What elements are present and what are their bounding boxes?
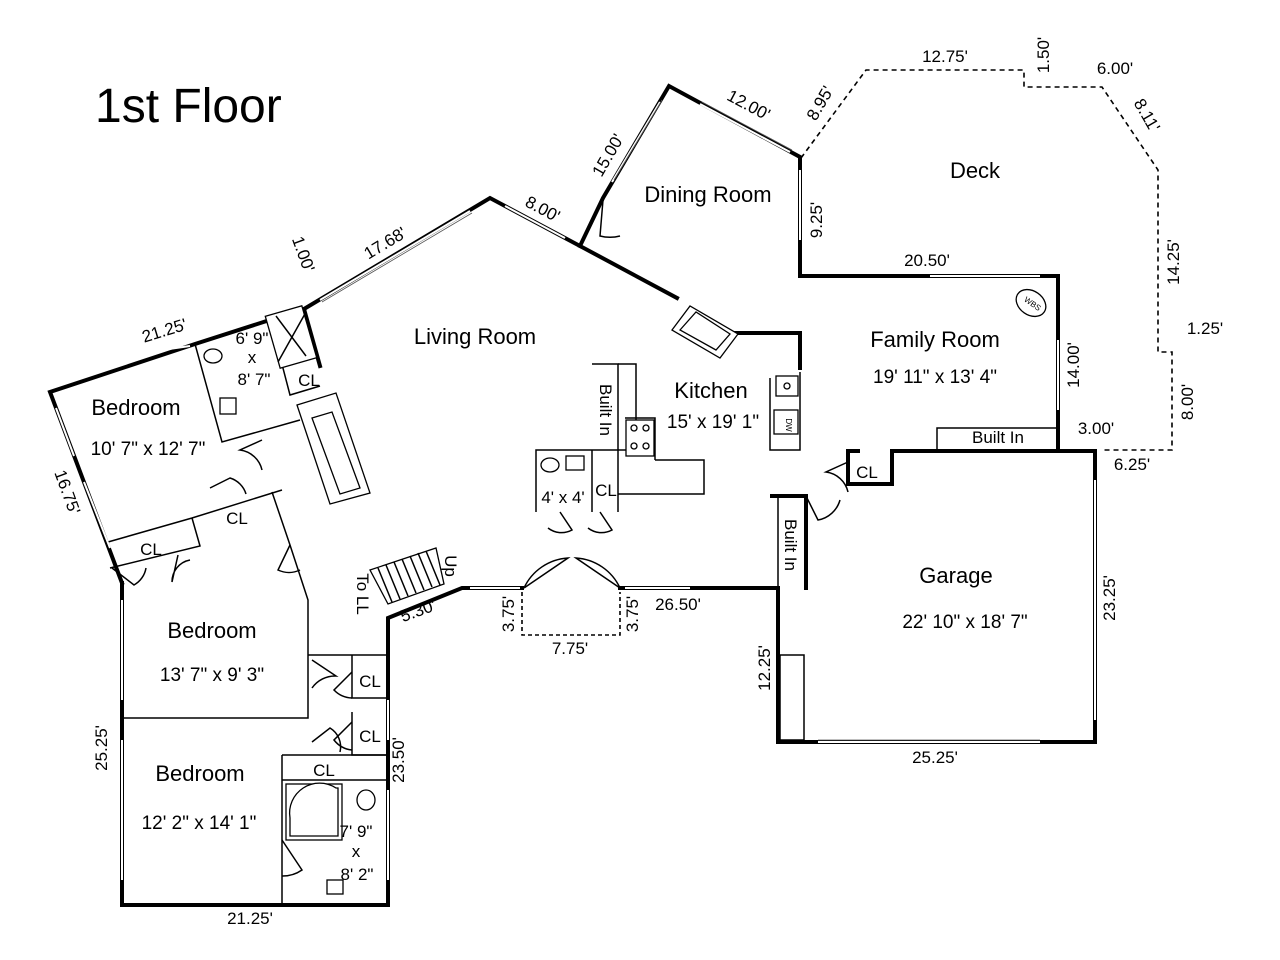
windows [55,99,1096,880]
dimension-label: 16.75' [50,467,84,517]
family-room-size: 19' 11" x 13' 4" [873,367,997,388]
closet-label: CL [359,727,381,746]
kitchen-size: 15' x 19' 1" [667,412,759,433]
closet-label: CL [298,371,320,390]
stairs-lower-level-label: To LL [353,573,372,615]
closet-label: CL [856,463,878,482]
closet-label: CL [313,761,335,780]
family-room-label: Family Room [870,327,1000,352]
dimension-label: 6.25' [1114,455,1150,474]
dimension-label: 1.25' [1187,319,1223,338]
dimension-label: 7.75' [552,639,588,658]
dimension-label: 1.00' [288,234,318,275]
bay-window-outline [521,592,621,636]
garage-label: Garage [919,563,992,588]
bedroom-3-size: 12' 2" x 14' 1" [142,813,257,834]
stairs-up-label: Up [441,555,460,577]
floor-title: 1st Floor [95,80,282,133]
dimension-label: 8.00' [1178,384,1197,420]
dimension-label: 8.95' [803,83,838,124]
dimension-label: 8.11' [1130,95,1164,135]
bedroom-1-size: 10' 7" x 12' 7" [91,439,206,460]
dimension-label: 21.25' [140,315,189,347]
dimension-label: 25.25' [92,725,111,771]
bedroom-1-label: Bedroom [91,395,180,420]
dishwasher-label: DW [784,418,793,432]
garage-size: 22' 10" x 18' 7" [902,612,1027,633]
bath-2-x: x [352,842,361,861]
bath-1-height: 8' 7" [238,370,271,389]
fixtures [203,288,1047,895]
staircase [369,547,445,605]
dining-room-label: Dining Room [644,182,771,207]
dimension-label: 23.25' [1100,575,1119,621]
bath-2-width: 7' 9" [340,822,373,841]
dimension-label: 12.75' [922,47,968,66]
deck-label: Deck [950,158,1001,183]
living-room-label: Living Room [414,324,536,349]
bedroom-3-label: Bedroom [155,761,244,786]
dimension-label: 1.50' [1034,37,1053,73]
bath-1-width: 6' 9" [236,329,269,348]
dimension-label: 14.00' [1064,342,1083,388]
built-in-label: Built In [781,519,800,571]
built-in-label: Built In [596,384,615,436]
powder-room-size: 4' x 4' [541,488,584,507]
dimension-label: 6.00' [1097,59,1133,78]
dimension-label: 8.00' [522,192,563,226]
dimension-label: 26.50' [655,595,701,614]
closet-label: CL [140,540,162,559]
dimension-label: 5.30' [398,596,439,626]
bedroom-2-size: 13' 7" x 9' 3" [160,665,264,686]
dimension-label: 17.68' [361,223,410,263]
deck-outline [800,69,1173,451]
closet-label: CL [595,481,617,500]
dimension-label: 3.75' [499,596,518,632]
dimension-label: 25.25' [912,748,958,767]
dimension-label: 23.50' [389,737,408,783]
kitchen-label: Kitchen [674,378,747,403]
bath-1-x: x [248,348,257,367]
dimension-label: 9.25' [807,202,826,238]
closet-label: CL [359,672,381,691]
dimension-label: 20.50' [904,251,950,270]
door-swings [111,199,849,877]
dimension-label: 21.25' [227,909,273,928]
dimension-label: 3.75' [623,596,642,632]
bedroom-2-label: Bedroom [167,618,256,643]
dimension-label: 14.25' [1164,239,1183,285]
built-in-label: Built In [972,428,1024,447]
dimension-label: 3.00' [1078,419,1114,438]
dimension-label: 12.25' [755,645,774,691]
closet-label: CL [226,509,248,528]
dimension-label: 15.00' [589,131,628,180]
bath-2-height: 8' 2" [341,865,374,884]
